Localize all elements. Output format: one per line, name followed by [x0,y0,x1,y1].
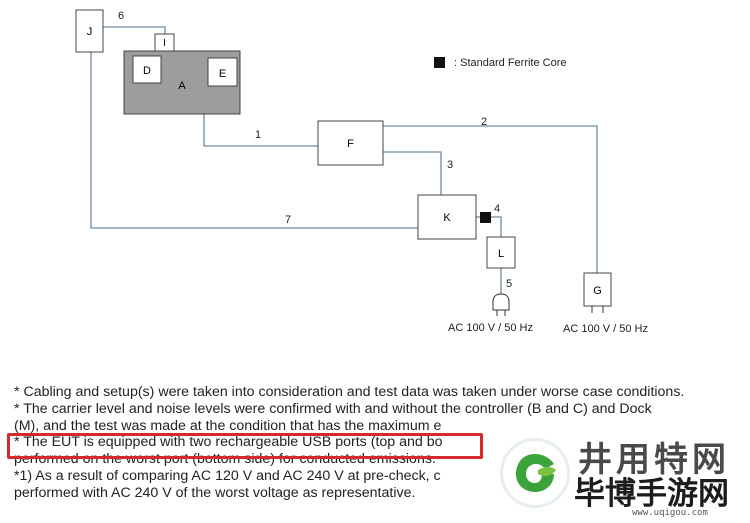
label-j: J [87,26,93,38]
power-prongs-icon [591,306,604,313]
watermark-title: 井用特网 [578,440,730,480]
watermark-brand: 毕博手游网 [574,476,729,512]
watermark-logo [500,438,570,508]
legend-ferrite-icon [434,57,445,68]
power-label-left: AC 100 V / 50 Hz [448,322,533,334]
label-e: E [219,68,226,80]
box-d [132,55,162,84]
cable-label-1: 1 [255,129,261,141]
cable-6 [103,26,166,34]
note-line-6: *1) As a result of comparing AC 120 V an… [14,467,441,484]
leaf-logo-icon [516,454,556,492]
cable-1 [203,114,318,147]
cable-label-5: 5 [506,278,512,290]
box-j [75,9,104,53]
watermark-url: www.uqigou.com [632,508,708,518]
ferrite-core-icon [480,212,491,223]
setup-diagram: J I A D E F K L G 6 1 2 3 7 4 5 : [75,9,648,335]
cable-label-6: 6 [118,10,124,22]
box-g [583,272,612,307]
label-f: F [347,138,354,150]
note-line-3: (M), and the test was made at the condit… [14,417,442,434]
label-d: D [143,65,151,77]
box-k [417,194,477,240]
note-line-7: performed with AC 240 V of the worst vol… [14,484,416,501]
label-k: K [443,212,451,224]
cable-label-2: 2 [481,116,487,128]
label-l: L [498,248,504,260]
notes-block: * Cabling and setup(s) were taken into c… [14,384,750,502]
note-line-5: performed on the worst port (bottom side… [14,451,436,468]
note-line-4: * The EUT is equipped with two rechargea… [14,434,443,451]
power-label-right: AC 100 V / 50 Hz [563,323,648,335]
label-i: I [163,38,166,49]
legend-text: : Standard Ferrite Core [454,57,567,69]
power-plug-icon [492,293,510,316]
cable-label-4: 4 [494,203,500,215]
note-line-1: * Cabling and setup(s) were taken into c… [14,384,685,400]
label-g: G [593,285,602,297]
label-a: A [178,80,186,92]
cable-label-3: 3 [447,159,453,171]
box-f [317,120,384,166]
note-line-2: * The carrier level and noise levels wer… [14,400,652,417]
cable-2 [383,125,598,273]
highlight-box [7,433,483,459]
box-l [486,236,516,269]
cable-3 [383,151,442,195]
cable-7 [90,52,418,229]
box-e [207,57,238,87]
cable-label-7: 7 [285,214,291,226]
watermark: 井用特网 毕博手游网 www.uqigou.com [492,430,750,523]
